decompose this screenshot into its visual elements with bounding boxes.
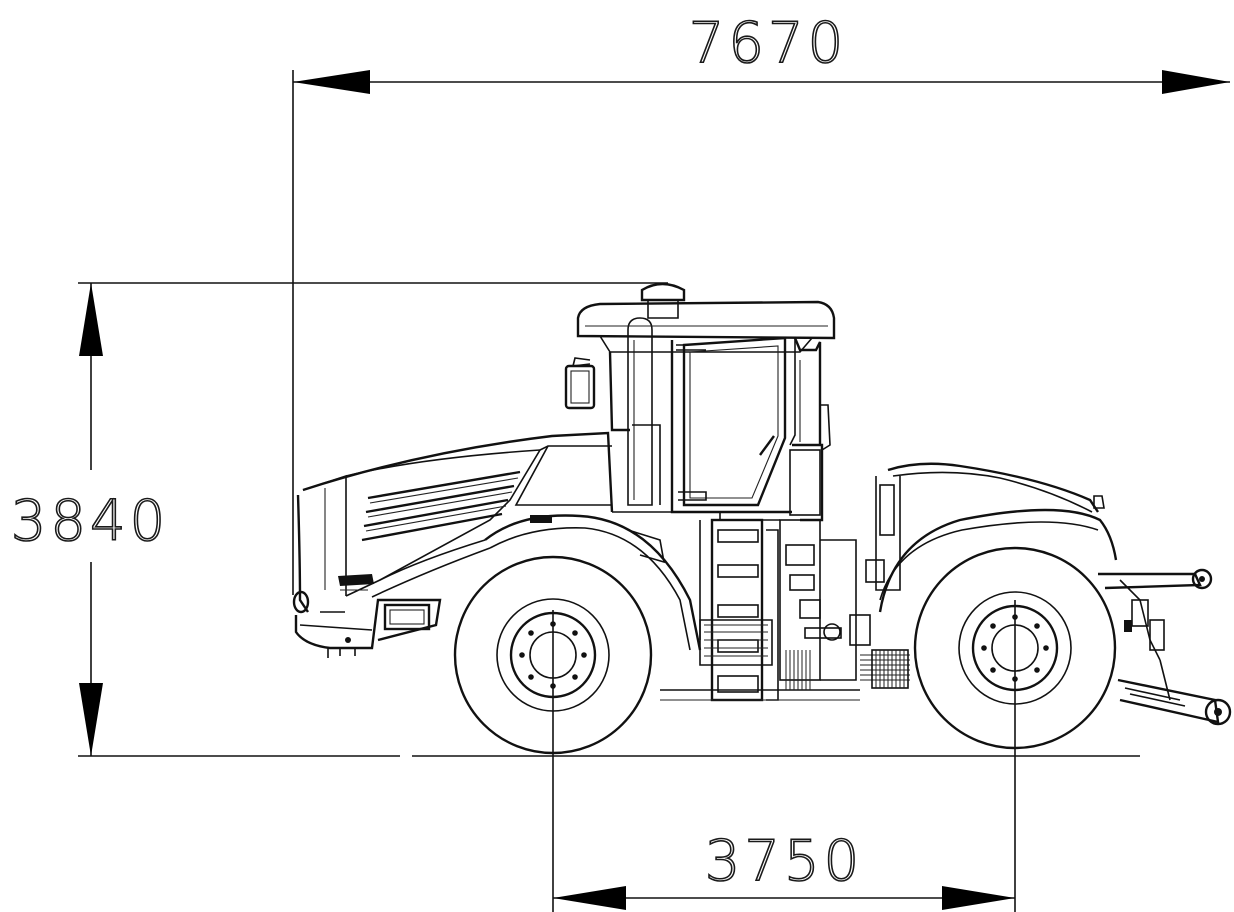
front-bumper	[292, 590, 442, 658]
length-dimension: 7670	[292, 10, 1230, 595]
headlight	[292, 590, 310, 614]
front-fender	[371, 514, 702, 651]
wheelbase-arrow-left	[553, 886, 626, 910]
chassis	[612, 511, 910, 691]
door-handle	[759, 435, 775, 456]
height-arrow-top	[79, 283, 103, 356]
hood	[296, 431, 614, 613]
tractor-illustration	[292, 282, 1232, 755]
hood-grille	[361, 470, 521, 542]
rear-wheel-lug-nuts	[981, 614, 1049, 682]
rear-hitch	[1098, 568, 1232, 726]
wheelbase-arrow-right	[942, 886, 1015, 910]
rear-body	[865, 462, 1118, 613]
height-dimension: 3840	[10, 282, 1140, 757]
cab-roof	[576, 300, 836, 353]
cab-door-window	[682, 336, 787, 507]
access-ladder	[699, 518, 779, 702]
length-arrow-left	[293, 70, 370, 94]
drivetrain-detail	[785, 544, 910, 690]
height-arrow-bottom	[79, 683, 103, 756]
wheelbase-dimension: 3750	[552, 600, 1016, 912]
front-wheel-lug-nuts	[519, 621, 587, 689]
side-mirror	[564, 357, 596, 410]
front-wheel	[453, 555, 653, 755]
length-arrow-right	[1162, 70, 1230, 94]
height-label: 3840	[11, 489, 170, 554]
exhaust-stack	[627, 282, 686, 506]
rear-wheel	[913, 546, 1117, 750]
length-label: 7670	[689, 11, 848, 76]
cab	[608, 336, 831, 522]
wheelbase-label: 3750	[705, 829, 864, 894]
